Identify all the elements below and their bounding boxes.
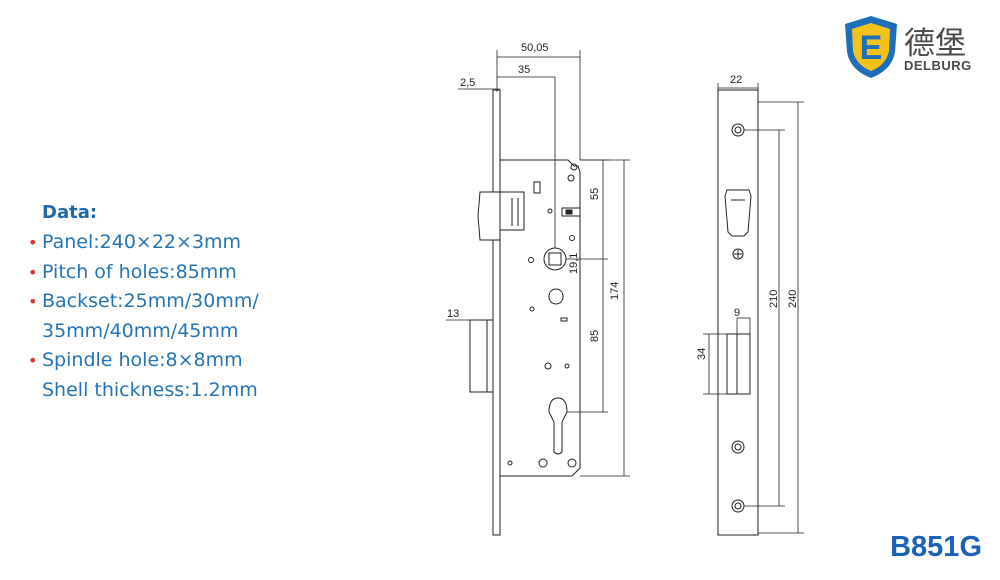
rivet-hole	[507, 460, 513, 466]
spec-line: •Spindle hole:8×8mm	[28, 346, 328, 376]
screw-hole-bottom-inner	[734, 502, 742, 510]
spec-line: •Backset:25mm/30mm/	[28, 287, 328, 317]
faceplate-front	[717, 89, 759, 536]
dim-offset: 19,1	[568, 253, 580, 274]
spec-text: 35mm/40mm/45mm	[42, 319, 239, 342]
dim-bolt-width: 9	[734, 307, 740, 319]
front-view-dimensions	[703, 83, 804, 534]
screw-hole	[570, 163, 578, 171]
spec-text: Spindle hole:8×8mm	[42, 349, 243, 371]
dim-overall-width: 50,05	[521, 42, 549, 54]
spec-line: •Panel:240×22×3mm	[28, 228, 328, 258]
bullet-icon: •	[28, 292, 38, 311]
center-screw	[732, 248, 744, 260]
rivet-hole	[547, 208, 553, 214]
dim-faceplate-width: 22	[730, 74, 742, 86]
latch-bolt	[477, 191, 501, 241]
dead-bolt-edge	[486, 319, 494, 393]
spec-text: Panel:240×22×3mm	[42, 231, 242, 253]
dim-screw-pitch: 210	[768, 290, 780, 308]
cylinder-cutout	[548, 397, 568, 455]
faceplate-front-view	[717, 89, 759, 536]
spec-panel: Data: •Panel:240×22×3mm •Pitch of holes:…	[28, 202, 328, 405]
bullet-icon: •	[28, 351, 38, 370]
rivet-hole	[564, 363, 570, 369]
screw-hole-inner	[734, 443, 742, 451]
logo-letter: E	[860, 29, 883, 67]
front-view-dimension-labels: 22 9 34 210 240	[696, 74, 799, 360]
dim-backset: 35	[518, 64, 530, 76]
screw-hole	[538, 458, 548, 468]
dim-spindle-to-cylinder: 85	[589, 330, 601, 342]
oval-slot	[548, 288, 564, 305]
spec-line: •Pitch of holes:85mm	[28, 258, 328, 288]
spec-title: Data:	[42, 202, 98, 223]
spec-text: Shell thickness:1.2mm	[42, 378, 258, 401]
slot-pin	[565, 209, 573, 215]
dim-latch-projection: 13	[447, 308, 459, 320]
side-view-dimension-labels: 50,05 35 2,5 55 174 85 19,1 13	[447, 42, 621, 342]
shield-logo-icon: E	[845, 16, 897, 78]
brand-name-cn: 德堡	[904, 26, 966, 62]
rivet-hole	[529, 306, 535, 312]
bullet-icon: •	[28, 262, 38, 282]
brand-logo: E 德堡 DELBURG	[842, 14, 992, 84]
latch-housing	[500, 191, 525, 231]
spec-text: Backset:25mm/30mm/	[42, 290, 259, 312]
dim-case-height: 174	[609, 282, 621, 300]
screw-hole-top-inner	[734, 126, 742, 134]
rivet-hole	[569, 235, 575, 241]
bullet-icon: •	[28, 233, 38, 252]
screw-hole	[731, 440, 745, 454]
screw-hole	[567, 174, 575, 182]
side-view-dimensions	[446, 50, 630, 477]
spec-line: Shell thickness:1.2mm	[28, 376, 328, 406]
lock-case	[499, 159, 581, 477]
dim-top-to-spindle: 55	[589, 188, 601, 200]
dim-bolt-height: 34	[696, 348, 708, 360]
faceplate-side	[492, 89, 501, 536]
latch-opening	[724, 189, 752, 237]
rivet-hole	[544, 362, 552, 370]
small-slot	[533, 181, 541, 194]
rivet-hole	[528, 257, 534, 263]
lock-body-side-view	[469, 89, 581, 536]
bolt-opening	[726, 333, 751, 395]
dim-faceplate-length: 240	[787, 290, 799, 308]
spec-line: 35mm/40mm/45mm	[28, 317, 328, 347]
brand-name-en: DELBURG	[904, 58, 972, 73]
spindle-square	[548, 252, 562, 266]
spec-text: Pitch of holes:85mm	[42, 260, 237, 283]
slot	[561, 207, 581, 217]
dim-faceplate-thickness: 2,5	[460, 77, 475, 89]
screw-hole	[567, 458, 577, 468]
model-code: B851G	[890, 531, 982, 563]
small-slot	[560, 317, 568, 322]
